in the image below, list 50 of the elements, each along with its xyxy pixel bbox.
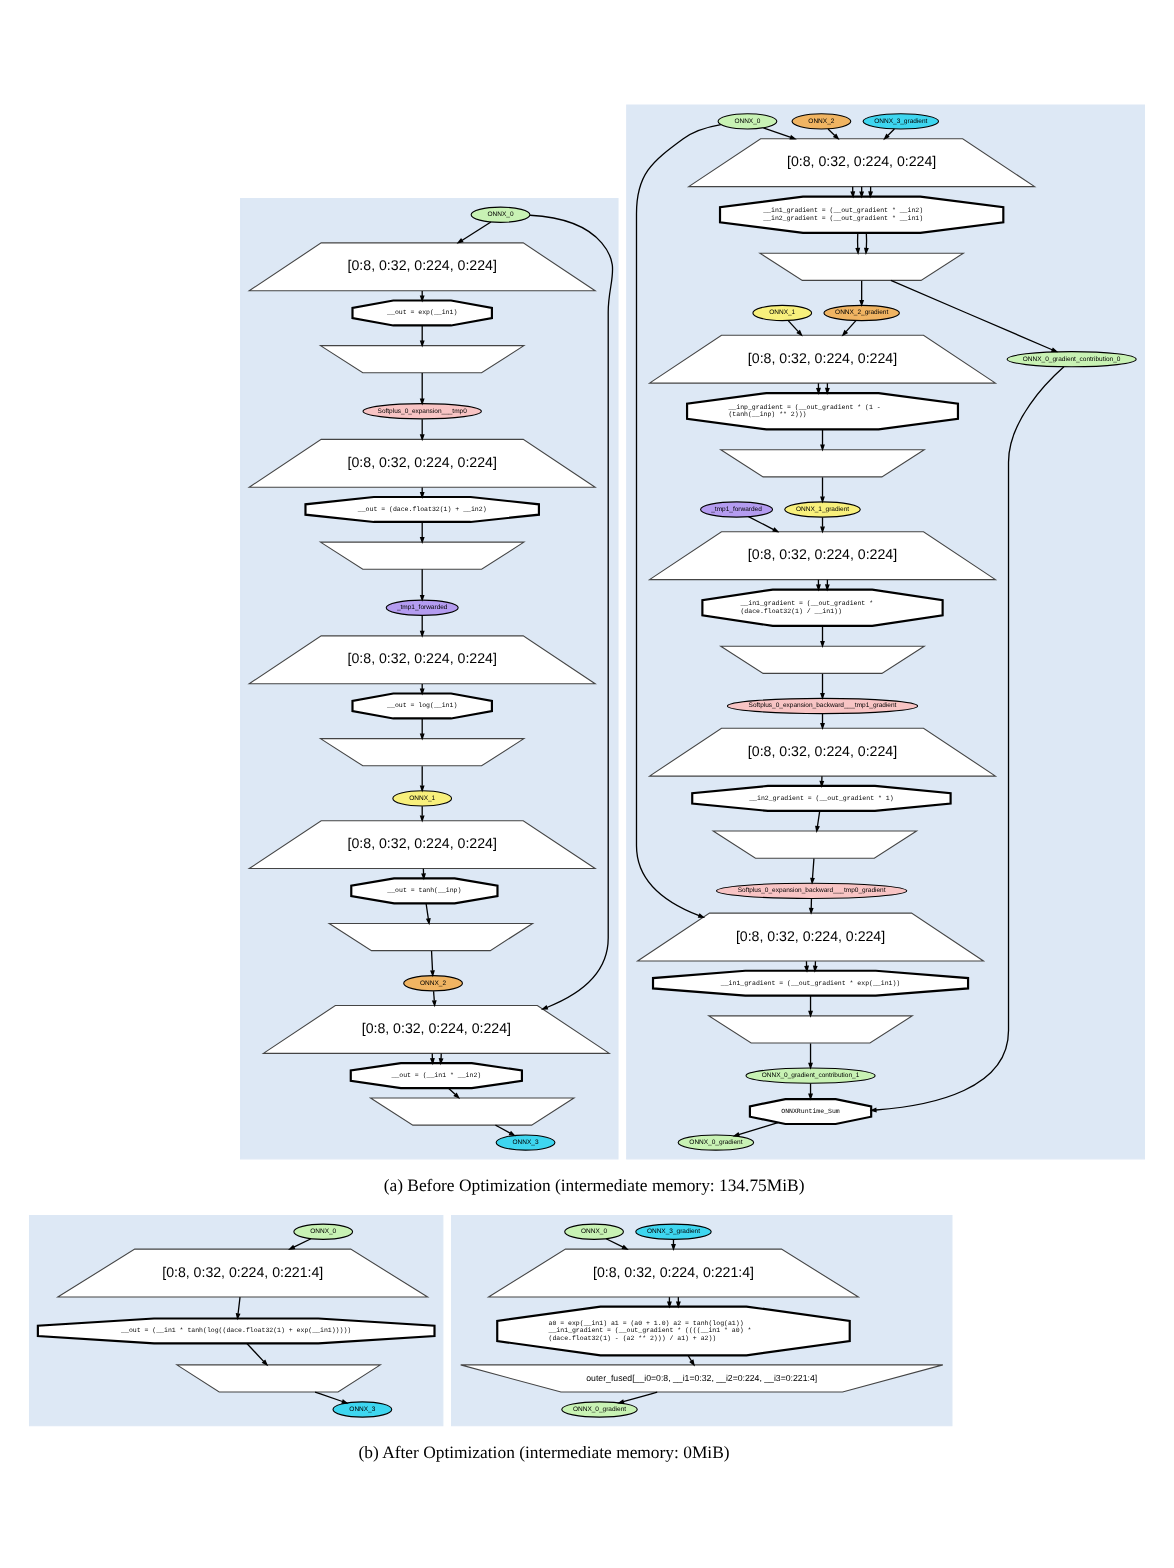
arrow [235, 1295, 241, 1320]
cluster [28, 1213, 444, 1426]
node-trapezoid [758, 251, 966, 280]
node-trapezoid [368, 1096, 576, 1125]
arrow [456, 220, 492, 243]
arrow [890, 278, 1059, 352]
node-trapezoid [706, 1014, 915, 1043]
arrow [787, 318, 803, 336]
arrow [841, 318, 857, 336]
arrow [820, 475, 825, 503]
node-trapezoid [718, 448, 927, 477]
arrow [883, 127, 895, 140]
arrow [425, 901, 431, 925]
arrow [430, 949, 435, 977]
arrow [827, 127, 840, 140]
node-trapezoid [318, 540, 526, 569]
cluster [240, 196, 619, 1159]
node-trapezoid [718, 644, 927, 673]
arrow [808, 1041, 813, 1069]
arrow [747, 515, 780, 532]
arrow [529, 213, 614, 1009]
arrow [246, 1341, 269, 1366]
node-trapezoid [318, 737, 526, 766]
arrow [859, 279, 865, 306]
arrow [819, 774, 825, 787]
label: (b) After Optimization (intermediate memory: 0MiB) [358, 1441, 730, 1462]
arrow [314, 1390, 349, 1403]
arrow [419, 764, 425, 792]
arrow [447, 1086, 461, 1098]
cluster [451, 1213, 953, 1426]
arrow [635, 123, 722, 917]
arrow [762, 126, 797, 139]
arrow [605, 1237, 629, 1249]
node-trapezoid [175, 1363, 383, 1392]
node-trapezoid [327, 921, 535, 951]
node-trapezoid [318, 344, 526, 373]
arrow [419, 371, 425, 405]
arrow [810, 857, 815, 884]
node-trapezoid [711, 829, 919, 858]
cluster [626, 103, 1146, 1159]
arrow [617, 1390, 658, 1403]
arrow [419, 567, 425, 601]
label: (a) Before Optimization (intermediate memory: 134.75MiB) [383, 1174, 805, 1195]
arrow [820, 672, 825, 699]
arrow [815, 809, 821, 832]
arrow [494, 1123, 516, 1136]
arrow [288, 1237, 312, 1249]
arrow [431, 989, 437, 1007]
arrow [869, 365, 1065, 1112]
arrow [732, 1120, 779, 1136]
